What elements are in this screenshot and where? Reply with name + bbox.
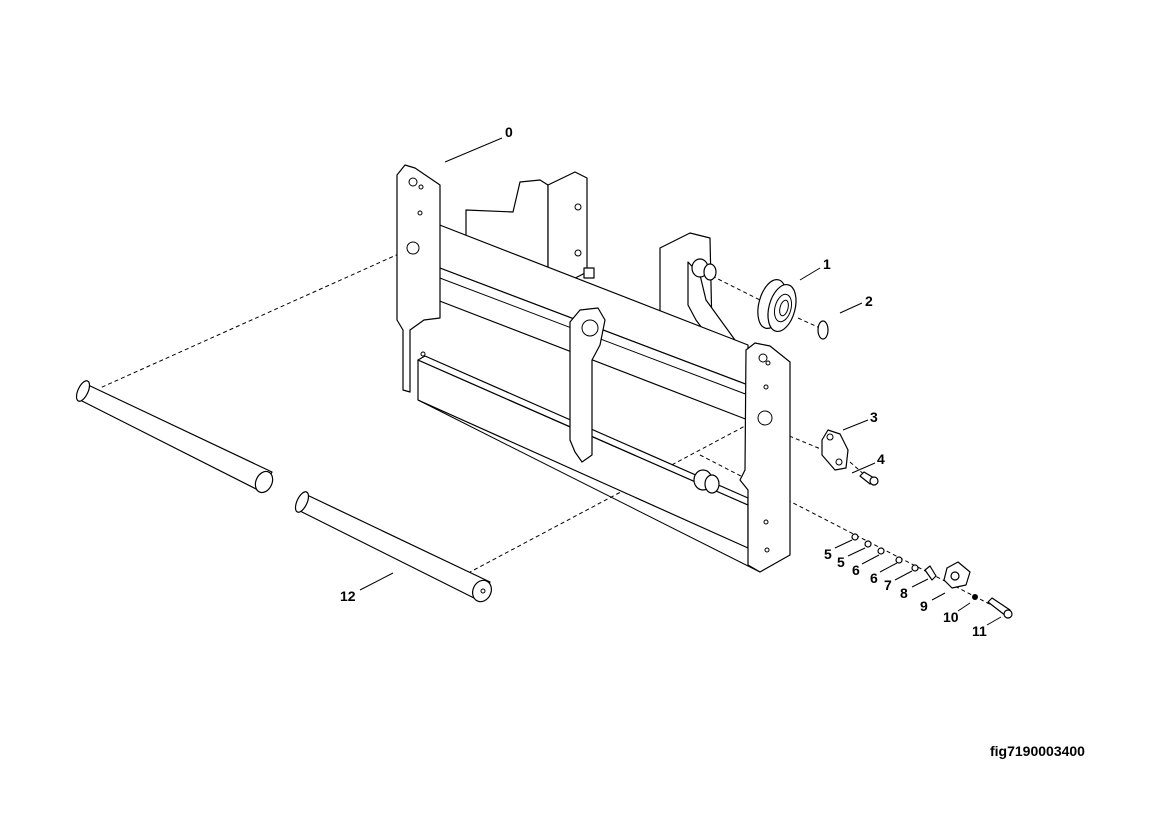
callout-5b: 5 [837,554,845,570]
callout-4: 4 [877,451,885,467]
callout-12: 12 [340,588,356,604]
pin-lower [294,491,492,603]
pin-upper [75,380,274,494]
callout-7: 7 [884,577,892,593]
callout-9: 9 [920,598,928,614]
callout-2: 2 [865,293,873,309]
callout-10: 10 [943,609,959,625]
cap-screw [859,471,879,486]
callout-8: 8 [900,585,908,601]
circlip [817,320,829,340]
callouts: 0 1 2 3 4 5 5 6 6 7 8 9 10 11 12 [340,124,987,639]
callout-5a: 5 [824,546,832,562]
callout-6b: 6 [870,570,878,586]
callout-3: 3 [870,409,878,425]
callout-6a: 6 [852,562,860,578]
leader-lines [359,137,1002,626]
retainer-block [821,429,849,471]
callout-11: 11 [972,623,987,639]
carriage-frame [396,164,791,573]
roller-bearing [757,279,797,333]
callout-1: 1 [823,256,831,272]
figure-id: fig7190003400 [990,743,1085,759]
small-parts [851,533,1013,619]
callout-0: 0 [505,124,513,140]
